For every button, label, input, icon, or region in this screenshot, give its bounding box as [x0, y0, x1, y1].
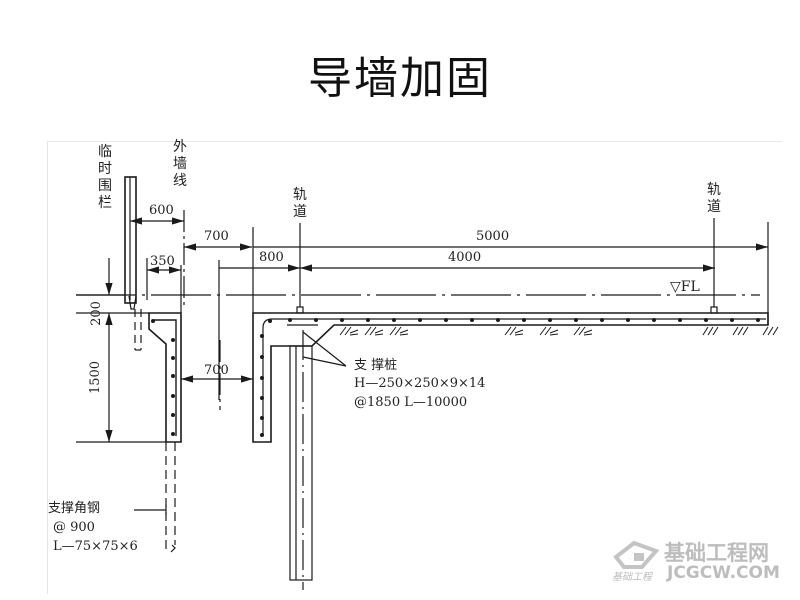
dim-350: 350 [150, 254, 175, 269]
rail-right-label: 轨道 [707, 182, 721, 215]
support-angle-name: 支撑角钢 [48, 501, 101, 516]
support-angle-spec: L—75×75×6 [53, 539, 138, 554]
support-h-pile [287, 324, 347, 590]
watermark-url: JCGCW.COM [667, 563, 780, 583]
house-logo-icon [613, 540, 660, 569]
floor-level-label: ▽FL [670, 279, 700, 295]
rebar-dots [260, 318, 760, 437]
support-angle-spacing: @ 900 [53, 520, 95, 535]
left-guide-wall [148, 312, 182, 553]
dim-1500: 1500 [88, 360, 104, 395]
support-pile-spec: H—250×250×9×14 [354, 376, 486, 391]
temporary-fence-label: 临时围栏 [98, 144, 112, 211]
dim-700-mid: 700 [204, 363, 229, 378]
dim-600: 600 [149, 203, 174, 218]
support-pile-name: 支 撑桩 [354, 358, 398, 373]
dim-4000: 4000 [448, 250, 482, 265]
soil-hatching [339, 326, 779, 336]
support-pile-spacing: @1850 L—10000 [354, 395, 468, 410]
right-guide-wall [252, 222, 769, 443]
page-title: 导墙加固 [308, 53, 492, 104]
dimension-lines [76, 210, 768, 515]
dim-5000: 5000 [476, 229, 510, 244]
outer-wall-line-label: 外墙线 [173, 139, 187, 189]
drawing-frame [47, 141, 782, 594]
watermark-small: 基础工程 [612, 572, 652, 583]
dim-200: 200 [88, 301, 104, 326]
rail-left-label: 轨道 [293, 187, 307, 220]
dim-800: 800 [259, 250, 284, 265]
watermark-cn: 基础工程网 [664, 541, 769, 565]
temporary-fence-post [124, 176, 142, 351]
dim-700-top: 700 [204, 229, 229, 244]
